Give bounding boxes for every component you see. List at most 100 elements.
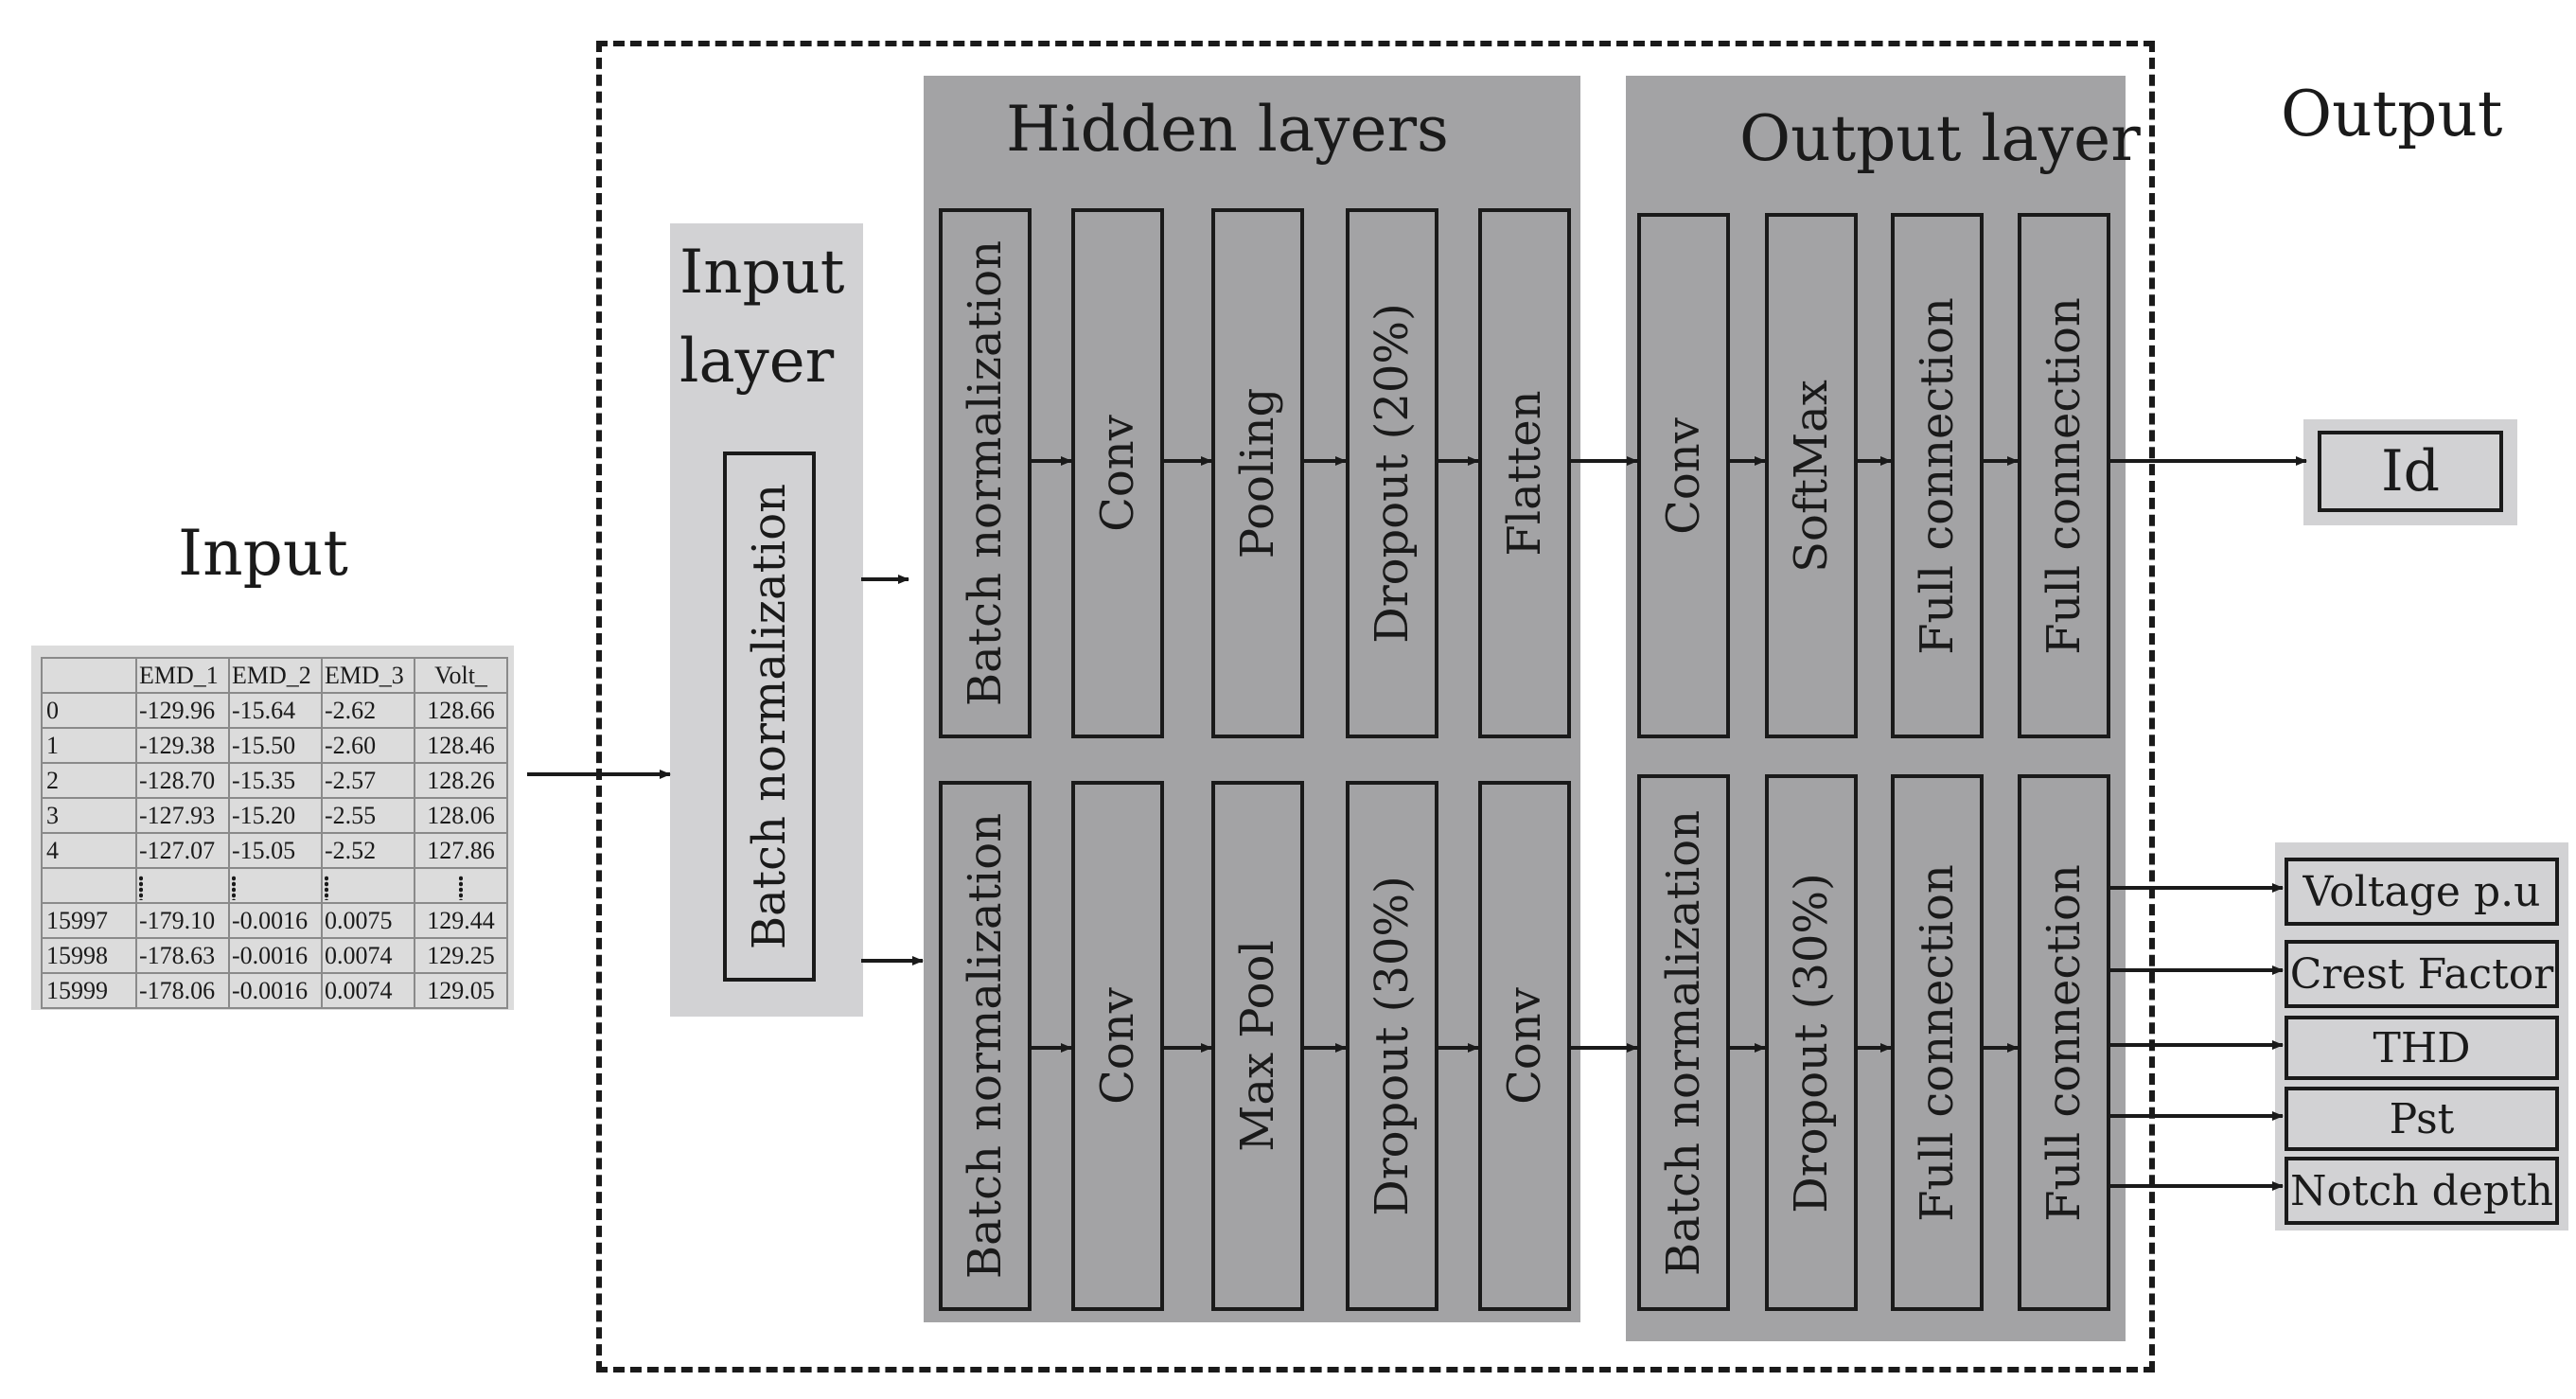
- input-layer-title-line1: Input: [679, 238, 845, 308]
- table-cell: -179.10: [135, 902, 230, 939]
- table-cell: -15.05: [228, 832, 323, 869]
- output-layer-title: Output layer: [1739, 102, 2141, 175]
- ellipsis-cell: [321, 867, 415, 904]
- table-cell: -0.0016: [228, 972, 323, 1009]
- table-cell: -178.06: [135, 972, 230, 1009]
- vertical-ellipsis-icon: [459, 875, 463, 900]
- table-cell: 0.0074: [321, 937, 415, 974]
- table-cell: 15997: [41, 902, 137, 939]
- ellipsis-cell: [41, 867, 137, 904]
- table-cell: -2.57: [321, 762, 415, 799]
- input-title: Input: [178, 517, 348, 590]
- vertical-ellipsis-icon: [232, 875, 236, 900]
- output-notch-depth: Notch depth: [2285, 1157, 2559, 1225]
- table-cell: -2.55: [321, 797, 415, 834]
- table-cell: -15.50: [228, 727, 323, 764]
- table-cell: -0.0016: [228, 937, 323, 974]
- hidden-top-block-2: Conv: [1071, 208, 1164, 738]
- table-cell: 3: [41, 797, 137, 834]
- output-voltage-pu: Voltage p.u: [2285, 858, 2559, 926]
- table-cell: EMD_2: [228, 657, 323, 694]
- table-cell: -2.62: [321, 692, 415, 729]
- hidden-top-block-4: Dropout (20%): [1346, 208, 1438, 738]
- table-cell: -0.0016: [228, 902, 323, 939]
- hidden-bottom-block-1: Batch normalization: [939, 781, 1032, 1311]
- table-cell: 128.46: [414, 727, 508, 764]
- ellipsis-cell: [135, 867, 230, 904]
- output-top-block-4: Full connection: [2018, 213, 2110, 738]
- vertical-ellipsis-icon: [139, 875, 143, 900]
- output-pst: Pst: [2285, 1087, 2559, 1151]
- hidden-bottom-block-4: Dropout (30%): [1346, 781, 1438, 1311]
- table-cell: -129.38: [135, 727, 230, 764]
- table-cell: 2: [41, 762, 137, 799]
- table-cell: Volt_: [414, 657, 508, 694]
- table-cell: -128.70: [135, 762, 230, 799]
- input-batch-normalization-block: Batch normalization: [723, 452, 816, 982]
- hidden-top-block-1: Batch normalization: [939, 208, 1032, 738]
- table-cell: 0: [41, 692, 137, 729]
- table-cell: 15998: [41, 937, 137, 974]
- table-cell: EMD_1: [135, 657, 230, 694]
- output-bottom-block-4: Full connection: [2018, 774, 2110, 1311]
- table-cell: -15.20: [228, 797, 323, 834]
- output-bottom-block-2: Dropout (30%): [1765, 774, 1858, 1311]
- table-cell: -127.93: [135, 797, 230, 834]
- hidden-layers-title: Hidden layers: [1006, 93, 1449, 166]
- table-cell: 0.0075: [321, 902, 415, 939]
- hidden-bottom-block-3: Max Pool: [1211, 781, 1304, 1311]
- table-cell: 129.25: [414, 937, 508, 974]
- table-cell: -15.35: [228, 762, 323, 799]
- table-cell: EMD_3: [321, 657, 415, 694]
- table-cell: 1: [41, 727, 137, 764]
- table-cell: 0.0074: [321, 972, 415, 1009]
- output-id: Id: [2318, 431, 2503, 512]
- hidden-top-block-3: Pooling: [1211, 208, 1304, 738]
- output-top-block-3: Full connection: [1891, 213, 1984, 738]
- output-thd: THD: [2285, 1016, 2559, 1080]
- table-cell: -127.07: [135, 832, 230, 869]
- table-cell: 128.66: [414, 692, 508, 729]
- table-cell: -129.96: [135, 692, 230, 729]
- table-cell: [41, 657, 137, 694]
- input-layer-title-line2: layer: [679, 327, 835, 397]
- hidden-top-block-5: Flatten: [1478, 208, 1571, 738]
- table-cell: 15999: [41, 972, 137, 1009]
- output-crest-factor: Crest Factor: [2285, 940, 2559, 1008]
- output-bottom-block-1: Batch normalization: [1637, 774, 1730, 1311]
- table-cell: -178.63: [135, 937, 230, 974]
- table-cell: 128.26: [414, 762, 508, 799]
- table-cell: 129.05: [414, 972, 508, 1009]
- table-cell: 128.06: [414, 797, 508, 834]
- table-cell: -15.64: [228, 692, 323, 729]
- ellipsis-cell: [414, 867, 508, 904]
- vertical-ellipsis-icon: [325, 875, 328, 900]
- table-cell: 4: [41, 832, 137, 869]
- table-cell: -2.52: [321, 832, 415, 869]
- output-title: Output: [2281, 78, 2503, 151]
- hidden-bottom-block-2: Conv: [1071, 781, 1164, 1311]
- table-cell: -2.60: [321, 727, 415, 764]
- table-ellipsis-row: [41, 867, 508, 904]
- hidden-bottom-block-5: Conv: [1478, 781, 1571, 1311]
- output-bottom-block-3: Full connection: [1891, 774, 1984, 1311]
- table-cell: 127.86: [414, 832, 508, 869]
- model-frame: [596, 41, 2155, 1372]
- output-top-block-2: SoftMax: [1765, 213, 1858, 738]
- ellipsis-cell: [228, 867, 323, 904]
- output-top-block-1: Conv: [1637, 213, 1730, 738]
- table-cell: 129.44: [414, 902, 508, 939]
